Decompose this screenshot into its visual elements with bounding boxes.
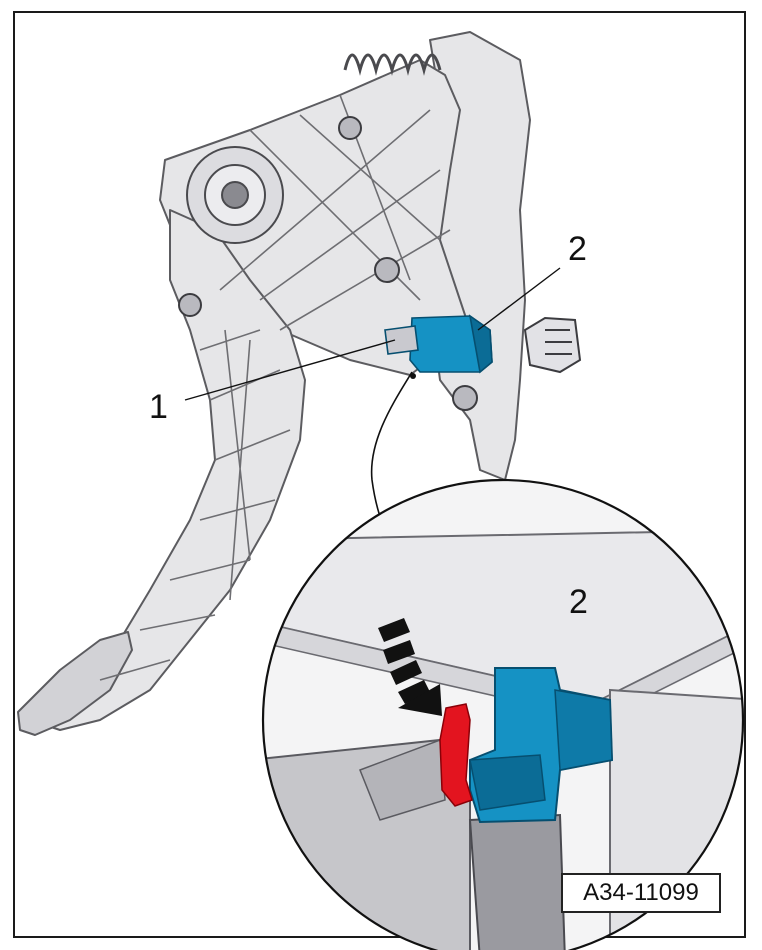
connector-plug [523, 316, 582, 374]
callout-2-detail: 2 [569, 583, 588, 621]
bracket-ribs [99, 94, 451, 681]
leader-line-1 [184, 339, 396, 401]
callout-2: 2 [568, 230, 587, 268]
reference-code: A34-11099 [561, 873, 721, 913]
curved-dashed-arrow-icon [378, 618, 442, 716]
return-spring [343, 53, 442, 76]
figure-frame [13, 11, 746, 938]
detail-anchor [410, 373, 416, 379]
brake-light-switch [384, 314, 493, 374]
leader-line-2 [477, 267, 561, 331]
mounting-bolts [178, 116, 478, 411]
callout-1: 1 [149, 388, 168, 426]
pivot-hub [186, 146, 284, 244]
